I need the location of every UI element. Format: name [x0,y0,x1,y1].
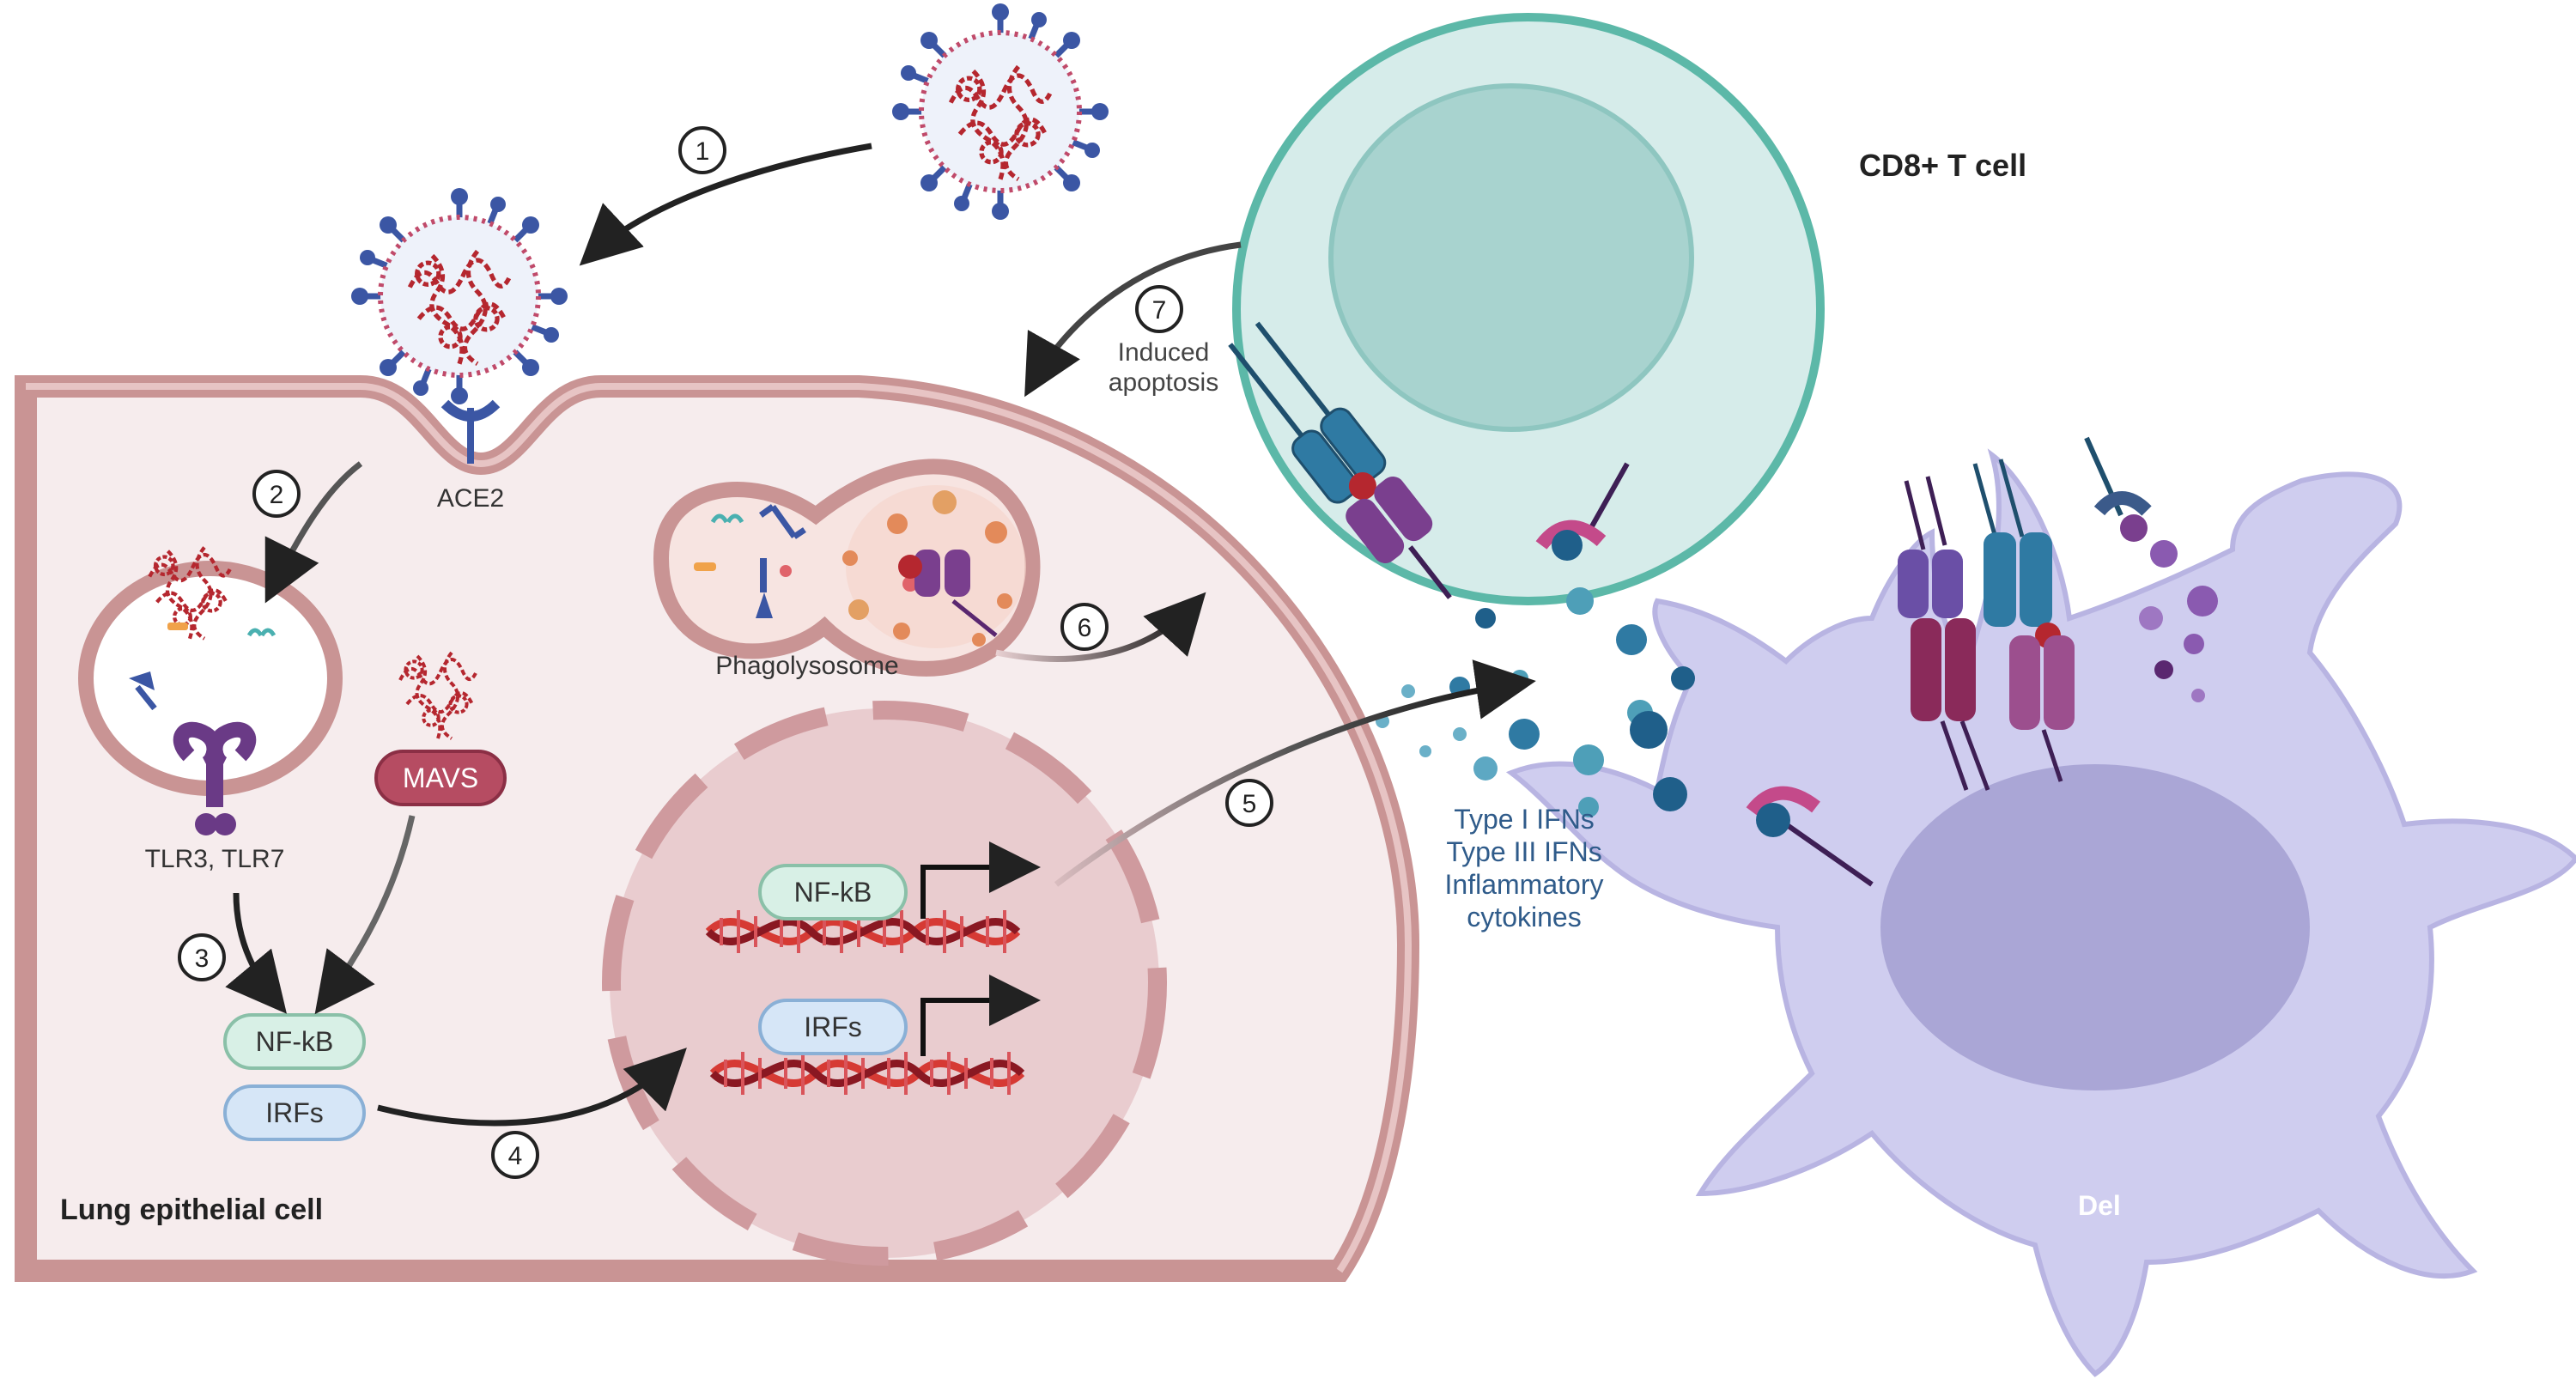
cytokine-label-line4: cytokines [1467,902,1581,932]
cd8-t-cell [1232,13,1825,605]
svg-text:7: 7 [1152,296,1167,325]
tlr-label: TLR3, TLR7 [145,845,285,873]
sars-cov-2-virus-incoming [892,3,1109,220]
nuclear-nfkb-label: NF-kB [794,877,872,908]
irfs-label: IRFs [265,1097,324,1128]
phagolysosome [653,459,1041,677]
lung-epithelial-cell-label: Lung epithelial cell [60,1194,323,1226]
cytokine-receptor-top [2084,436,2152,542]
epithelial-nucleus [602,701,1167,1266]
mavs: MAVS [374,750,507,806]
cytokine-receptor-dendritic [1746,786,1874,887]
ace2-receptor [440,399,501,464]
arrow-step-5 [1054,659,1536,887]
svg-text:4: 4 [508,1142,523,1170]
arrow-step-3 [225,892,287,1014]
dna-nfkb: NF-kB [708,841,1041,953]
mavs-label: MAVS [403,762,478,793]
induced-apoptosis-line1: Induced [1118,338,1210,367]
arrow-step-6 [995,592,1206,662]
dendritic-tcr-right [1972,459,2075,782]
cytokine-label-line2: Type III IFNs [1446,836,1601,867]
cytokine-label-line3: Inflammatory [1445,869,1604,900]
svg-text:3: 3 [195,945,210,973]
svg-text:2: 2 [270,481,284,509]
arrow-step-2 [264,461,363,604]
arrow-step-7 [1024,241,1242,398]
dna-irfs: IRFs [713,975,1041,1095]
step-badge-6: 6 [1060,603,1109,651]
tcr-mhc-complex-epithelial [1228,321,1452,599]
sars-cov-2-virus-bound [351,188,568,404]
svg-text:5: 5 [1242,790,1257,818]
nfkb-cytoplasmic: NF-kB [223,1013,366,1070]
arrow-step-1 [579,143,872,266]
cytokine-receptor-t-cell [1535,462,1630,561]
step-badge-5: 5 [1225,779,1273,827]
step-badge-3: 3 [178,933,226,981]
nuclear-irfs-label: IRFs [804,1011,862,1042]
step-badge-4: 4 [491,1131,539,1179]
tlr-receptor [173,721,257,835]
arrow-mavs [314,815,416,1015]
svg-text:1: 1 [696,137,710,166]
arrow-step-4 [377,1048,687,1127]
cytokine-label-line1: Type I IFNs [1454,804,1595,835]
irfs-cytoplasmic: IRFs [223,1084,366,1141]
step-badge-1: 1 [678,126,726,174]
ace2-label: ACE2 [437,484,504,513]
induced-apoptosis-line2: apoptosis [1109,368,1218,397]
cd8-t-cell-label: CD8+ T cell [1859,148,2026,183]
step-badge-7: 7 [1135,285,1183,333]
phagolysosome-label: Phagolysosome [715,652,898,680]
dendritic-tcr-left [1898,476,1990,791]
dendritic-cell-label-partial: Del [2078,1190,2121,1221]
step-badge-2: 2 [252,470,301,518]
svg-text:6: 6 [1078,614,1092,642]
dendritic-cell [1505,448,2576,1377]
nfkb-label: NF-kB [256,1026,334,1057]
